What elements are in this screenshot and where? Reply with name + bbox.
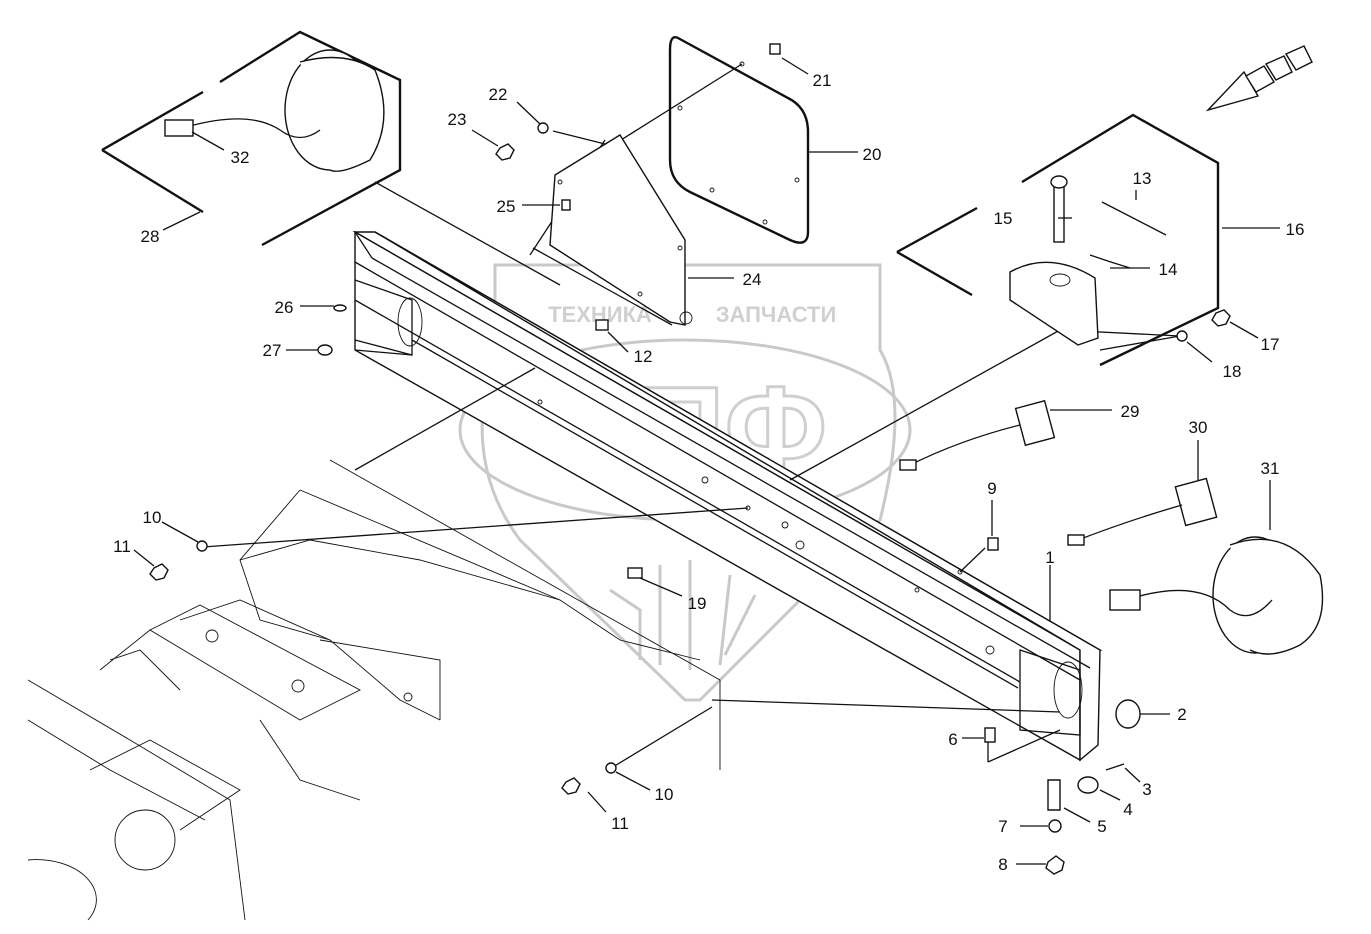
- callout-label: 21: [813, 71, 832, 90]
- gasket-plate: [668, 36, 810, 244]
- callout-label: 24: [743, 270, 762, 289]
- hitch-group: [896, 113, 1231, 367]
- callout-label: 12: [634, 347, 653, 366]
- chassis-frame: [27, 459, 721, 921]
- callout-label: 23: [448, 110, 467, 129]
- callout-label: 1: [1045, 548, 1054, 567]
- main-beam: [352, 230, 1103, 762]
- leader-lines: [202, 63, 1181, 771]
- callout-label: 22: [489, 85, 508, 104]
- bracket-plate: [532, 134, 693, 326]
- callout-label: 26: [275, 298, 294, 317]
- callout-label: 8: [998, 855, 1007, 874]
- callout-label: 17: [1261, 335, 1280, 354]
- callout-label: 20: [863, 145, 882, 164]
- reflector-29: [899, 399, 1056, 471]
- callout-label: 9: [987, 479, 996, 498]
- lamp-group-top: [101, 30, 402, 247]
- callout-label: 29: [1121, 402, 1140, 421]
- callout-label: 3: [1142, 780, 1151, 799]
- callout-labels: 1 2 3 4 5 6 7 8 9 10 10 11 11 12 13 14 1…: [113, 71, 1304, 874]
- callout-label: 18: [1223, 362, 1242, 381]
- callout-label: 15: [994, 209, 1013, 228]
- callout-label: 27: [263, 341, 282, 360]
- callout-label: 14: [1159, 260, 1178, 279]
- hardware: [149, 43, 1141, 875]
- callout-label: 28: [141, 227, 160, 246]
- callout-label: 2: [1177, 705, 1186, 724]
- callout-label: 16: [1286, 220, 1305, 239]
- callout-label: 11: [611, 814, 629, 833]
- callout-label: 31: [1261, 459, 1280, 478]
- callout-label: 25: [497, 197, 516, 216]
- callout-label: 7: [998, 817, 1007, 836]
- callout-label: 5: [1097, 817, 1106, 836]
- callout-label: 11: [113, 537, 131, 556]
- callout-label: 13: [1133, 169, 1152, 188]
- callout-label: 6: [948, 730, 957, 749]
- callout-leaders: [133, 57, 1280, 865]
- callout-label: 30: [1189, 418, 1208, 437]
- callout-label: 32: [231, 148, 250, 167]
- callout-label: 10: [143, 508, 162, 527]
- callout-label: 19: [688, 594, 707, 613]
- lamp-right: [1109, 536, 1324, 655]
- reflector-30: [1067, 477, 1218, 546]
- watermark-text-right: ЗАПЧАСТИ: [716, 302, 837, 327]
- callout-label: 10: [655, 785, 674, 804]
- callout-label: 4: [1123, 800, 1132, 819]
- direction-arrow-icon: [1205, 45, 1313, 112]
